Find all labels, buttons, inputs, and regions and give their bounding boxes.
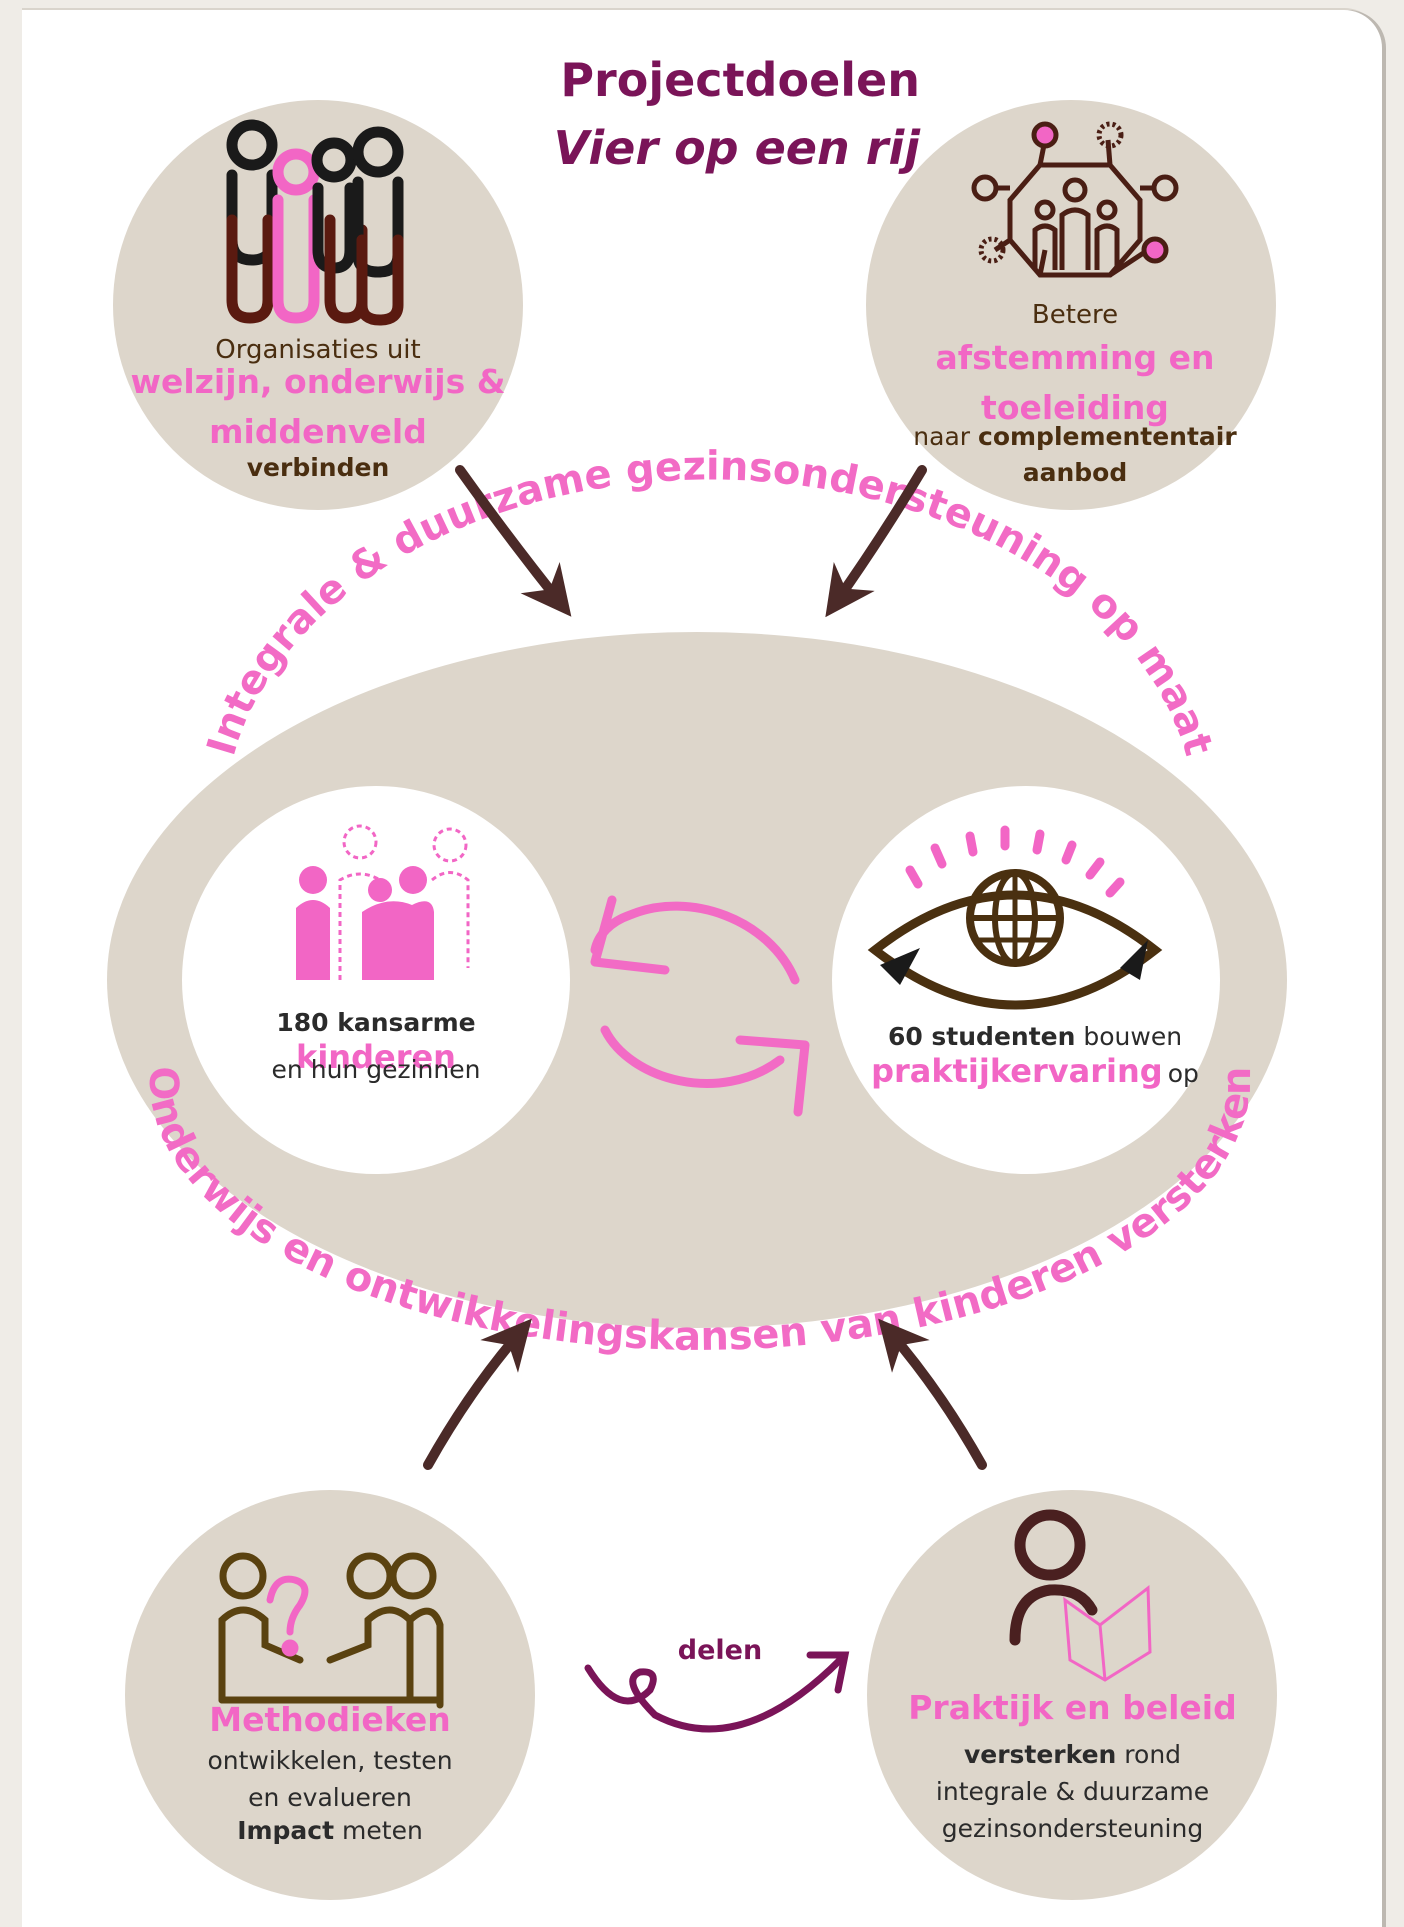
goal-circle-top-right bbox=[866, 100, 1276, 510]
goal-bottom-right-bold: versterken bbox=[963, 1740, 1117, 1769]
goal-top-right-bold1: complemententair bbox=[978, 422, 1237, 451]
goal-top-right-line3: naar complemententair bbox=[880, 422, 1270, 452]
goal-bottom-left-line2: en evalueren bbox=[248, 1783, 412, 1812]
arrow-top-left bbox=[455, 465, 572, 617]
goal-bottom-right-highlight: Praktijk en beleid bbox=[908, 1688, 1237, 1727]
center-left-line1: 180 kansarme kinderen bbox=[196, 1008, 556, 1076]
family-network-icon bbox=[971, 121, 1179, 278]
goal-bottom-right-line3: gezinsondersteuning bbox=[941, 1814, 1204, 1843]
goal-top-left-bold: verbinden bbox=[246, 453, 390, 482]
share-label: delen bbox=[677, 1635, 763, 1666]
arrow-top-right bbox=[825, 465, 927, 618]
goal-top-right-highlight1: afstemming en bbox=[935, 338, 1215, 377]
goal-top-right-bold2: aanbod bbox=[1022, 458, 1128, 487]
goal-bottom-right-rest: rond bbox=[1124, 1740, 1182, 1769]
goal-bottom-left-rest: meten bbox=[342, 1816, 423, 1845]
center-right-line2: praktijkervaring op bbox=[860, 1052, 1210, 1090]
arrow-bottom-right bbox=[878, 1318, 987, 1470]
goal-top-right-highlight2: toeleiding bbox=[981, 388, 1169, 427]
globe-eye-icon bbox=[867, 825, 1163, 1010]
goal-bottom-right-line1: versterken rond bbox=[900, 1740, 1245, 1770]
linked-people-icon bbox=[226, 119, 404, 326]
goal-top-left-highlight1: welzijn, onderwijs & bbox=[130, 362, 506, 401]
center-left-bold: 180 kansarme bbox=[276, 1008, 476, 1037]
center-right-suffix: op bbox=[1167, 1059, 1199, 1088]
goal-bottom-left-line3: Impact meten bbox=[160, 1816, 500, 1846]
page-title: Projectdoelen bbox=[560, 53, 920, 107]
center-right-line1: 60 studenten bouwen bbox=[860, 1022, 1210, 1052]
center-right-bold: 60 studenten bbox=[887, 1022, 1076, 1051]
goal-bottom-right-line2: integrale & duurzame bbox=[935, 1777, 1210, 1806]
goal-circle-bottom-right bbox=[867, 1490, 1277, 1900]
center-left-line2: en hun gezinnen bbox=[271, 1055, 481, 1084]
people-question-icon bbox=[218, 1552, 444, 1709]
goal-top-right-pre: naar bbox=[913, 422, 971, 451]
share-swoosh-icon bbox=[584, 1651, 850, 1733]
goal-bottom-left-line1: ontwikkelen, testen bbox=[207, 1746, 453, 1775]
goal-top-left-line1: Organisaties uit bbox=[215, 335, 421, 365]
arrow-bottom-left bbox=[423, 1318, 532, 1470]
cycle-arrows-icon bbox=[590, 895, 810, 1117]
person-reading-icon bbox=[1009, 1509, 1152, 1682]
center-right-rest: bouwen bbox=[1083, 1022, 1183, 1051]
center-right-circle bbox=[832, 786, 1220, 1174]
goal-top-right-line1: Betere bbox=[1031, 300, 1119, 330]
goal-top-left-highlight2: middenveld bbox=[209, 412, 427, 451]
center-left-highlight: kinderen bbox=[296, 1038, 456, 1076]
goal-bottom-left-bold: Impact bbox=[237, 1816, 335, 1845]
center-right-highlight: praktijkervaring bbox=[871, 1052, 1163, 1090]
family-icon bbox=[296, 824, 470, 980]
goal-bottom-left-highlight: Methodieken bbox=[209, 1700, 451, 1739]
page-subtitle: Vier op een rij bbox=[553, 121, 920, 175]
